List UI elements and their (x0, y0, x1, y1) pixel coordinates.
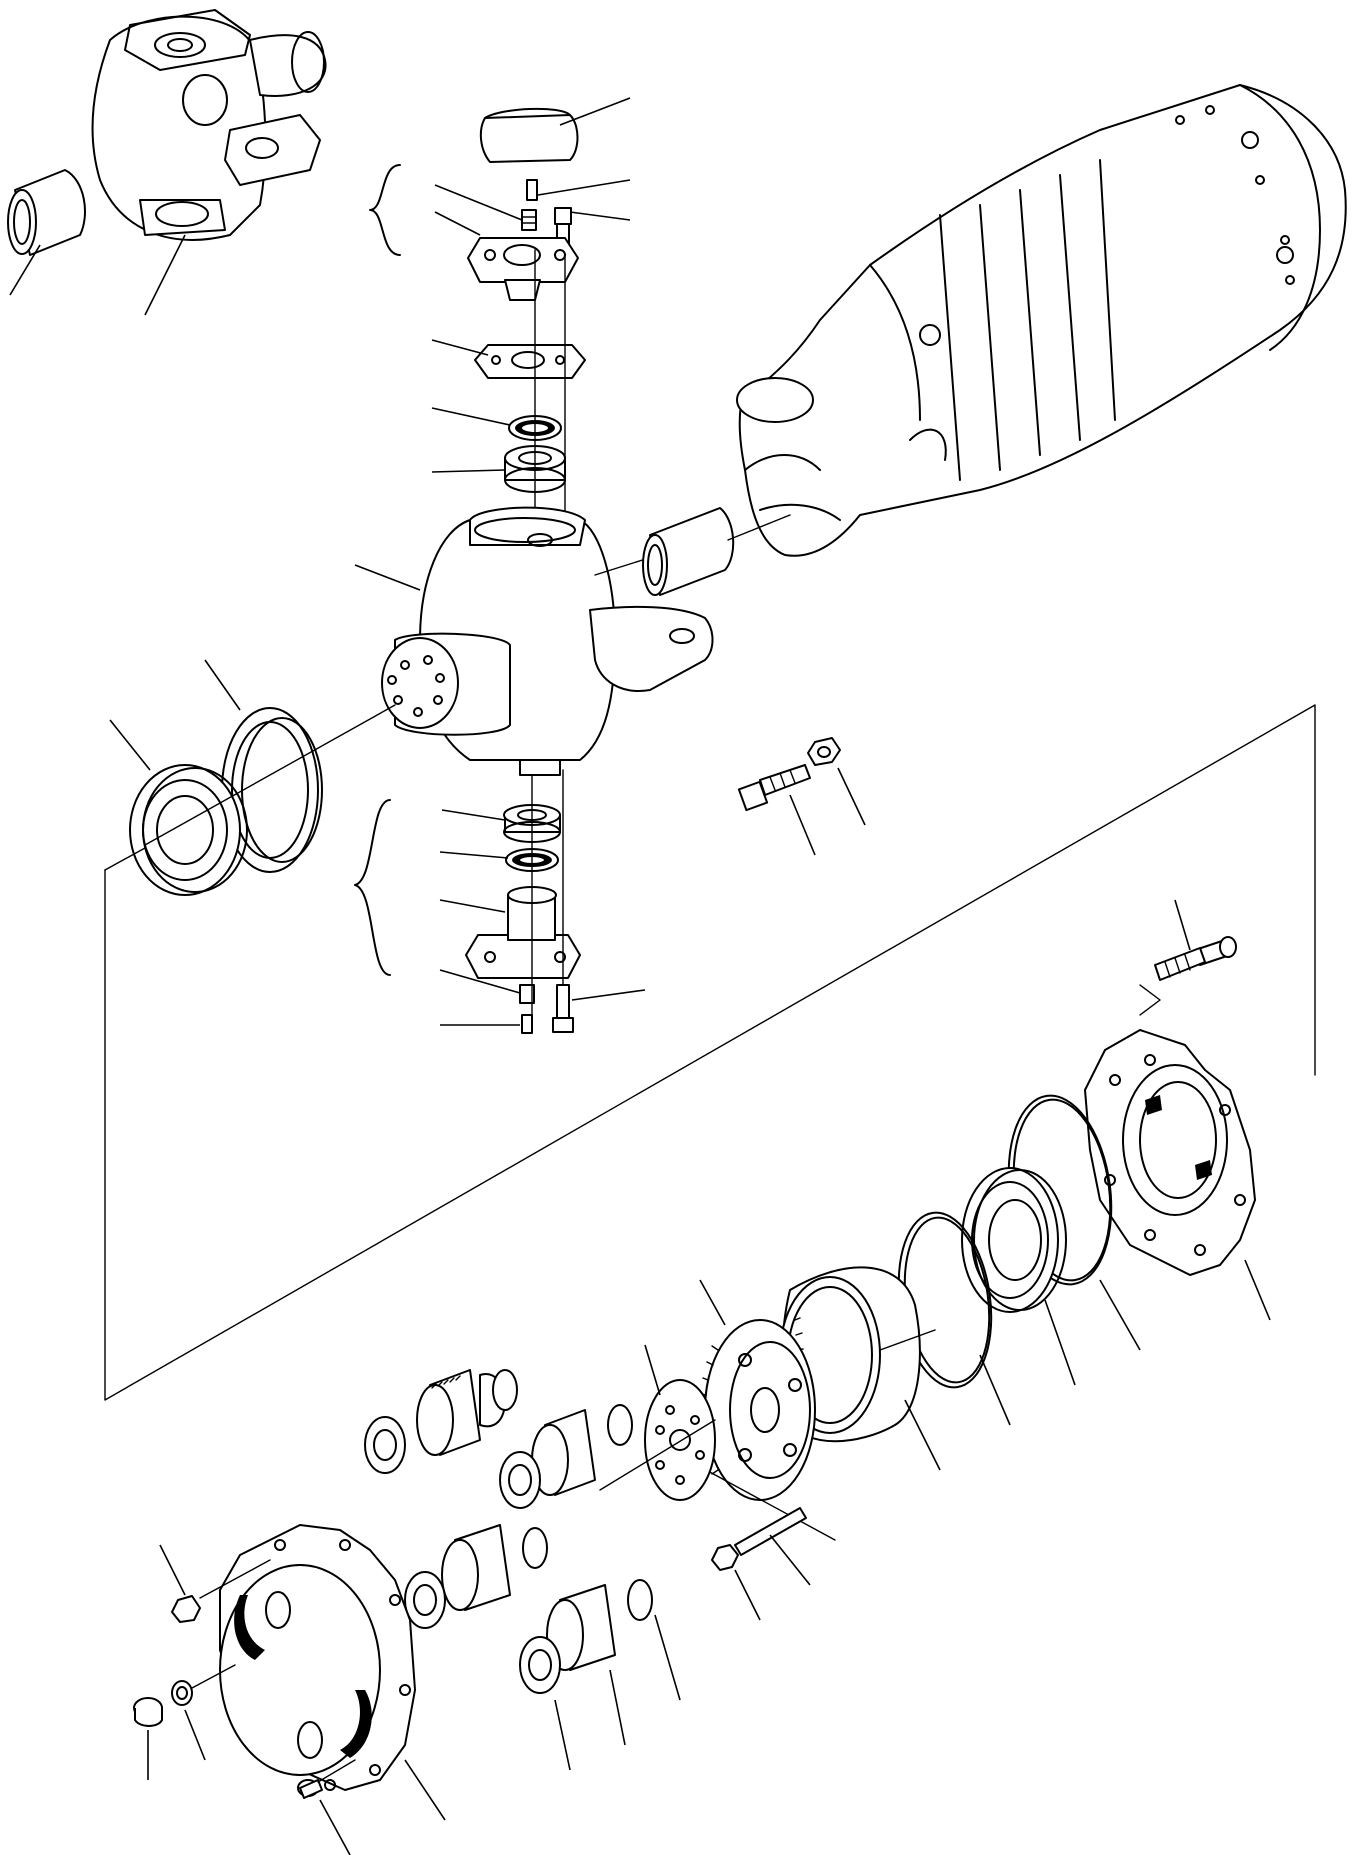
washer-axis-line (599, 1419, 716, 1491)
leader-line (904, 1399, 941, 1471)
leader-line (554, 1699, 571, 1771)
housing-bushing (642, 507, 735, 596)
lower-group-bracket (354, 799, 391, 976)
leader-line (569, 211, 631, 221)
leader-line (434, 184, 523, 221)
leader-line (769, 1534, 811, 1586)
leader-line (404, 1759, 446, 1821)
planet-gear-set-3 (404, 1524, 548, 1629)
leader-line (1174, 899, 1191, 951)
leader-line (441, 809, 506, 821)
leader-line (699, 1279, 726, 1326)
axle-housing (736, 84, 1347, 557)
leader-line (144, 234, 186, 316)
leader-line (431, 407, 511, 426)
thrust-washer (644, 1379, 716, 1501)
leader-line (559, 97, 631, 126)
leader-line (434, 211, 481, 236)
dust-cap (479, 107, 579, 163)
leader-line (609, 1669, 626, 1746)
nut-axis-line (199, 1559, 271, 1599)
leader-line (571, 989, 646, 1001)
upper-kingpin-cap (467, 237, 579, 301)
leader-line (979, 1354, 1011, 1426)
leader-line (734, 1569, 761, 1621)
ring-gear-axis-line (879, 1329, 936, 1351)
planet-gear-set-1 (364, 1369, 518, 1474)
leader-line (354, 564, 421, 591)
leader-line (431, 339, 489, 356)
leader-line (1044, 1299, 1076, 1386)
leader-line (654, 1614, 681, 1701)
leader-line (184, 1709, 206, 1761)
leader-line (204, 659, 241, 711)
stop-bolt (737, 764, 811, 812)
ring-gear (779, 1266, 921, 1443)
leader-line (439, 851, 509, 859)
drain-plug (133, 1697, 163, 1727)
leader-line (789, 794, 816, 856)
leader-line (109, 719, 151, 771)
planet-gear-set-2 (499, 1404, 633, 1509)
grease-nipple-upper (521, 209, 537, 231)
leader-line (1244, 1259, 1271, 1321)
hub-bolt (1154, 936, 1237, 981)
leader-line (9, 244, 41, 296)
subassembly-frame-line (104, 704, 1316, 1401)
upper-knuckle-housing (91, 9, 327, 241)
planetary-cover (219, 1524, 416, 1791)
small-pin (526, 179, 538, 201)
steering-knuckle (381, 506, 714, 776)
plug-washer (171, 1680, 193, 1706)
lower-kingpin-cap (465, 886, 581, 979)
hub-carrier (1084, 1029, 1256, 1276)
stop-nut (807, 737, 841, 766)
cap-screw-lower (552, 984, 574, 1033)
screw-axis-line (317, 1759, 356, 1783)
grease-nipple-lower (519, 984, 535, 1004)
hub-bearing (961, 1167, 1067, 1313)
leader-line (537, 179, 631, 196)
stud-nut (711, 1544, 739, 1571)
cover-screw (297, 1779, 323, 1799)
frame-connector-line (104, 847, 146, 871)
leader-line (319, 1799, 351, 1855)
leader-line (644, 1344, 661, 1396)
cover-nut (171, 1595, 201, 1623)
wheel-bearing (129, 764, 248, 896)
upper-group-bracket (369, 164, 401, 256)
stud (734, 1507, 807, 1556)
shim-plate (474, 344, 586, 379)
plug-axis-line (191, 1664, 236, 1689)
leader-line (439, 899, 506, 913)
bearing-axis-line (144, 704, 396, 846)
planet-carrier (698, 1319, 816, 1501)
bolt-connector-line (1139, 984, 1161, 1016)
bushing-axis-line (727, 514, 791, 541)
planet-gear-set-4 (519, 1579, 653, 1694)
small-pin-lower (521, 1014, 533, 1034)
leader-line (837, 767, 866, 826)
leader-line (439, 969, 521, 994)
leader-line (431, 469, 506, 473)
upper-bushing (7, 169, 86, 256)
leader-line (159, 1544, 186, 1596)
leader-line (1099, 1279, 1141, 1351)
